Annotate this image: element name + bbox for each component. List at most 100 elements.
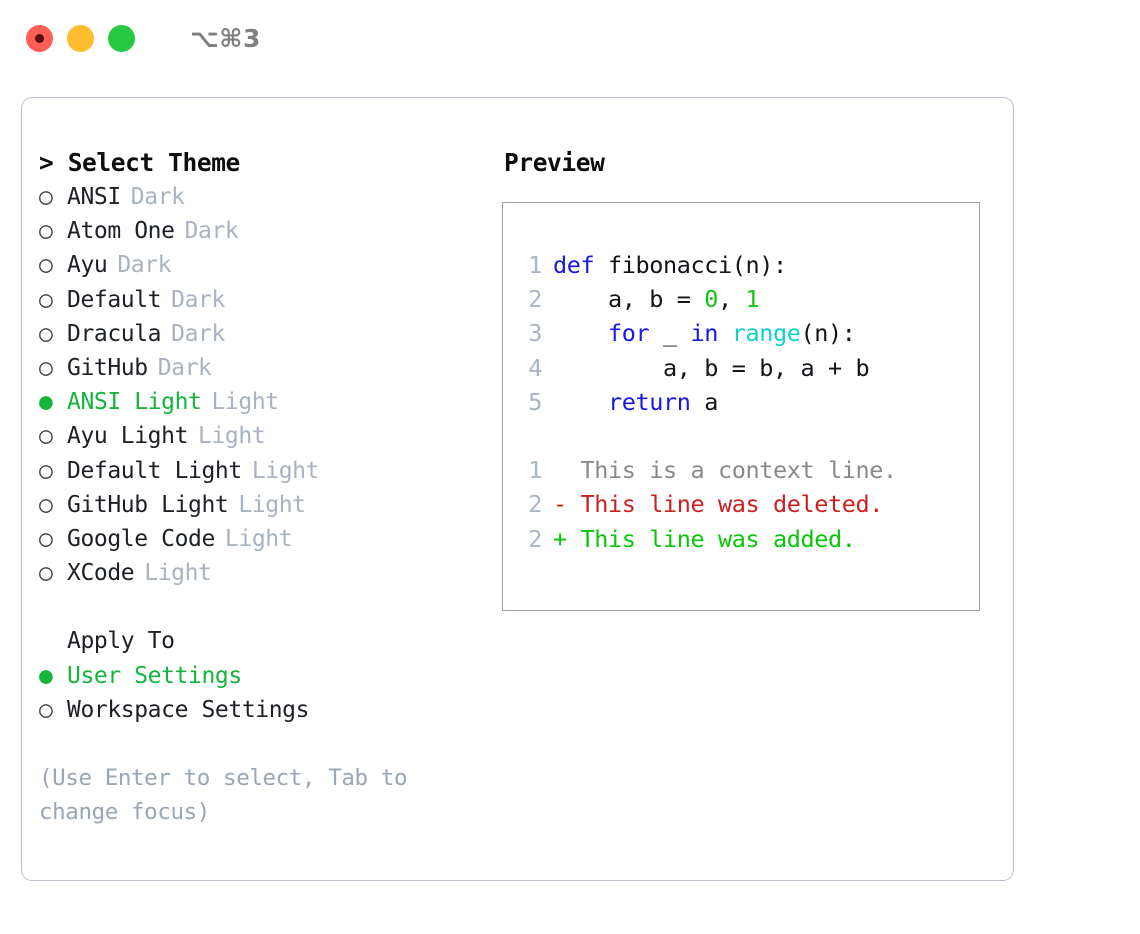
code-token-pl: _ xyxy=(649,319,691,348)
diff-line-text: This is a context line. xyxy=(553,456,897,485)
theme-option-label: GitHub Light xyxy=(67,491,229,518)
radio-unselected-icon: ○ xyxy=(39,560,53,587)
diff-line-del: 2 - This line was deleted. xyxy=(517,487,979,521)
radio-unselected-icon: ○ xyxy=(39,491,53,518)
code-token-num: 1 xyxy=(745,285,760,314)
code-line-number: 2 xyxy=(528,285,542,314)
apply-to-option-label: User Settings xyxy=(67,662,242,689)
code-token-num: 0 xyxy=(704,285,718,314)
theme-option-mode-badge: Light xyxy=(224,526,293,553)
code-line: 2 a, b = 0, 1 xyxy=(517,282,979,316)
code-line-text: def fibonacci(n): xyxy=(553,248,787,282)
theme-option-label: Google Code xyxy=(67,526,215,553)
theme-option-default[interactable]: ○ Default Dark xyxy=(39,283,502,317)
theme-option-label: Ayu xyxy=(67,252,108,279)
code-token-pl: fibonacci(n): xyxy=(594,251,787,279)
minimize-window-button[interactable] xyxy=(67,24,94,52)
code-token-pl xyxy=(553,388,608,416)
code-token-pl: a, b = xyxy=(553,285,705,314)
code-token-kw: def xyxy=(553,251,595,279)
radio-unselected-icon: ○ xyxy=(39,526,53,553)
theme-option-label: Ayu Light xyxy=(67,423,189,450)
theme-option-atom-one[interactable]: ○ Atom One Dark xyxy=(39,214,502,248)
theme-option-label: XCode xyxy=(67,560,135,587)
theme-option-mode-badge: Light xyxy=(144,560,212,587)
diff-line-number: 2 xyxy=(528,524,542,553)
apply-to-option-user-settings[interactable]: ● User Settings xyxy=(39,659,502,693)
diff-line-number: 2 xyxy=(528,490,542,519)
radio-unselected-icon: ○ xyxy=(39,355,53,382)
code-line-number: 4 xyxy=(528,353,542,382)
theme-option-label: ANSI Light xyxy=(67,389,202,416)
apply-to-header: Apply To xyxy=(67,628,175,655)
diff-line-ctx: 1 This is a context line. xyxy=(517,453,979,487)
code-line-text: a, b = b, a + b xyxy=(553,351,870,385)
theme-option-label: Dracula xyxy=(67,320,162,347)
code-token-kw: for xyxy=(608,319,650,348)
code-token-pl: , xyxy=(717,285,746,314)
code-token-pl: a, b = b, a + b xyxy=(553,353,870,382)
radio-selected-icon: ● xyxy=(39,662,53,689)
code-line-number: 5 xyxy=(528,387,542,416)
theme-option-mode-badge: Dark xyxy=(171,320,225,347)
radio-unselected-icon: ○ xyxy=(39,252,53,279)
code-line-number: 1 xyxy=(528,251,542,279)
maximize-window-button[interactable] xyxy=(108,24,135,52)
radio-unselected-icon: ○ xyxy=(39,696,53,723)
radio-unselected-icon: ○ xyxy=(39,320,53,347)
theme-option-google-code[interactable]: ○ Google Code Light xyxy=(39,522,502,556)
code-line-text: a, b = 0, 1 xyxy=(553,282,760,316)
radio-unselected-icon: ○ xyxy=(39,218,53,245)
code-line-text: return a xyxy=(553,385,718,419)
code-line-number: 3 xyxy=(528,319,542,348)
radio-unselected-icon: ○ xyxy=(39,184,53,210)
radio-unselected-icon: ○ xyxy=(39,457,53,484)
apply-to-option-label: Workspace Settings xyxy=(67,696,310,723)
code-token-kw: return xyxy=(608,387,691,416)
theme-option-label: ANSI xyxy=(67,184,121,210)
apply-to-option-workspace-settings[interactable]: ○ Workspace Settings xyxy=(39,693,502,727)
theme-option-ansi-light[interactable]: ● ANSI Light Light xyxy=(39,385,502,419)
diff-line-number: 1 xyxy=(528,456,542,485)
radio-selected-icon: ● xyxy=(39,389,53,416)
theme-option-ayu[interactable]: ○ Ayu Dark xyxy=(39,248,502,282)
theme-option-xcode[interactable]: ○ XCode Light xyxy=(39,556,502,590)
theme-option-label: Default xyxy=(67,286,162,313)
theme-option-mode-badge: Dark xyxy=(184,218,239,245)
code-line: 5 return a xyxy=(517,385,979,419)
theme-option-mode-badge: Light xyxy=(211,389,279,416)
code-line: 4 a, b = b, a + b xyxy=(517,351,979,385)
diff-line-add: 2 + This line was added. xyxy=(517,522,979,556)
preview-header: Preview xyxy=(504,148,605,177)
theme-option-github-light[interactable]: ○ GitHub Light Light xyxy=(39,488,502,522)
diff-line-text: - This line was deleted. xyxy=(553,490,883,519)
code-line: 1 def fibonacci(n): xyxy=(517,248,979,282)
radio-unselected-icon: ○ xyxy=(39,286,53,313)
theme-option-label: Default Light xyxy=(67,457,242,484)
theme-option-ansi[interactable]: ○ ANSI Dark xyxy=(39,180,502,214)
theme-option-mode-badge: Dark xyxy=(171,286,225,313)
recording-dot-icon xyxy=(35,33,44,43)
theme-option-label: Atom One xyxy=(67,218,175,245)
diff-line-text: + This line was added. xyxy=(553,524,856,553)
theme-option-dracula[interactable]: ○ Dracula Dark xyxy=(39,317,502,351)
theme-option-mode-badge: Dark xyxy=(157,355,212,382)
theme-option-mode-badge: Dark xyxy=(130,184,185,210)
select-theme-header: > Select Theme xyxy=(39,148,240,177)
theme-option-mode-badge: Dark xyxy=(117,252,172,279)
code-line-text: for _ in range(n): xyxy=(553,316,856,350)
code-token-pl: a xyxy=(690,387,718,416)
close-window-button[interactable] xyxy=(26,24,53,52)
code-spacer xyxy=(517,419,979,453)
theme-option-mode-badge: Light xyxy=(238,491,306,518)
code-token-pl xyxy=(553,319,608,347)
window-title-shortcut: ⌥⌘3 xyxy=(190,23,261,53)
apply-to-list: ● User Settings ○ Workspace Settings xyxy=(39,659,502,727)
